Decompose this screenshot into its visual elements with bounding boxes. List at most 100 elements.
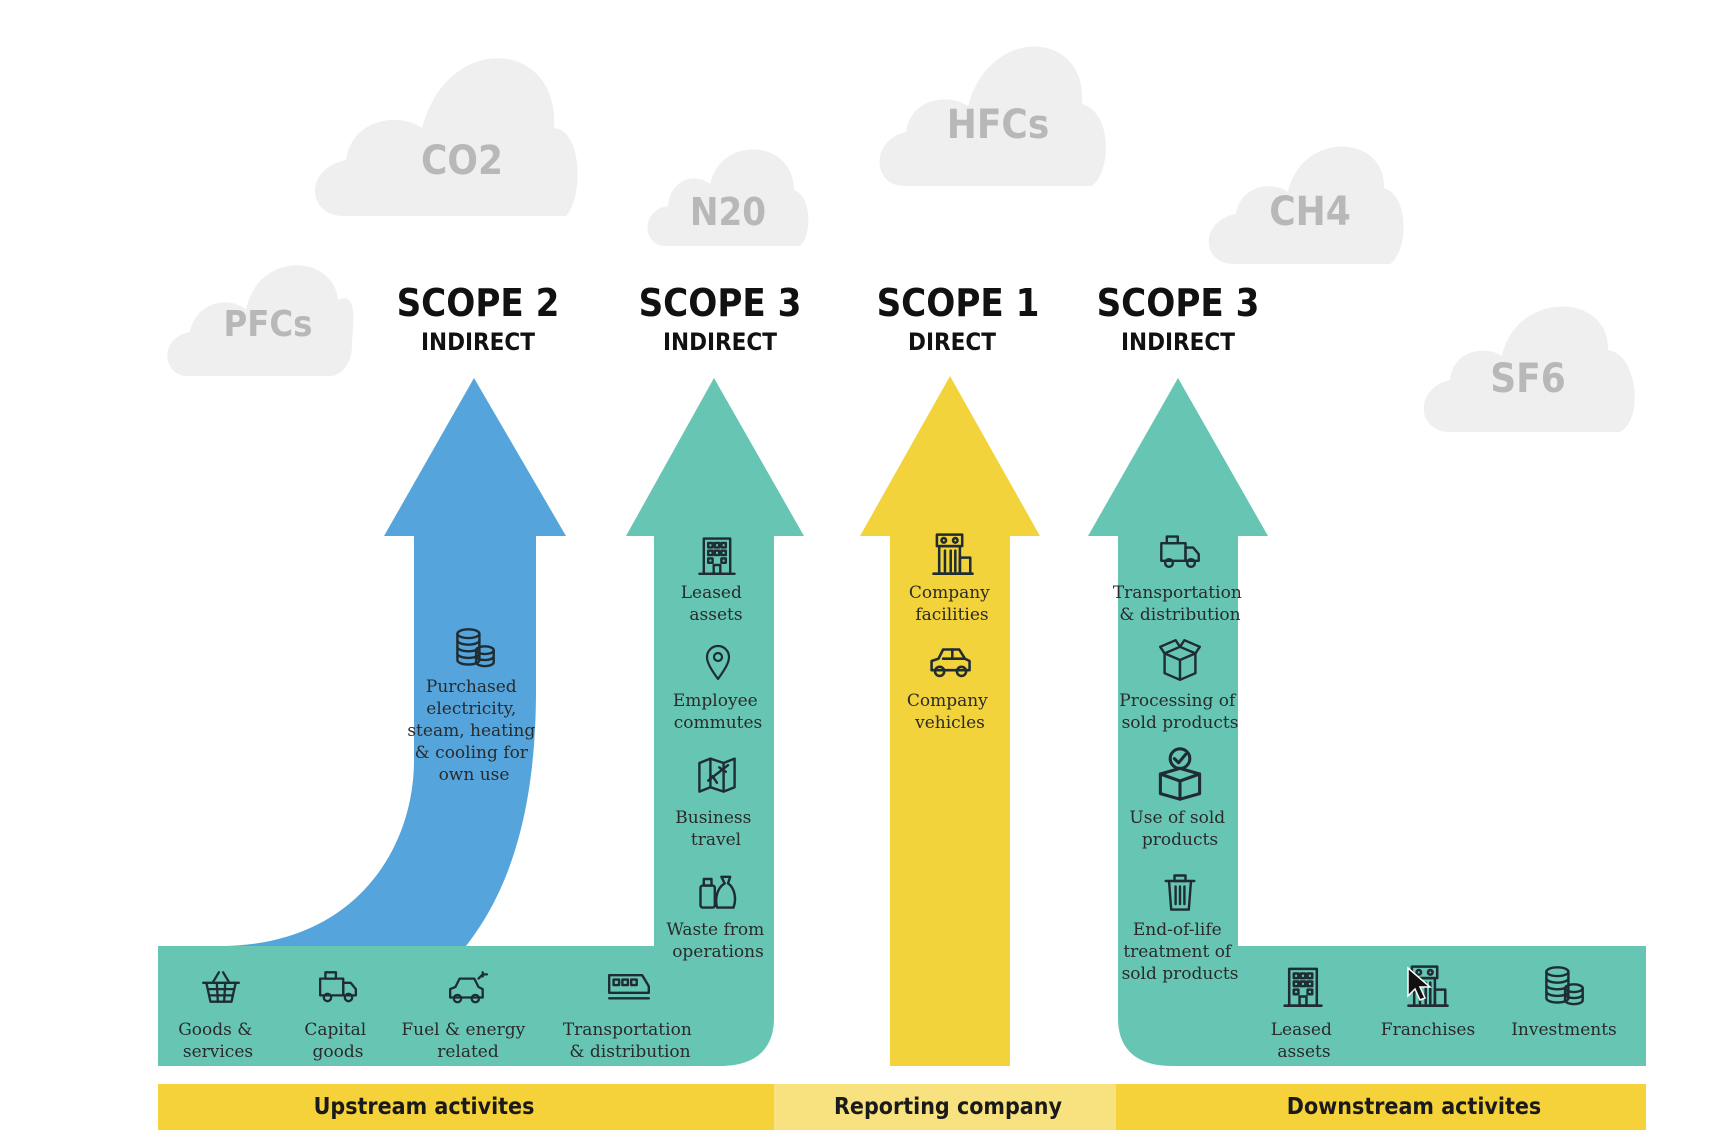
upstream-item: Fuel & energy related: [401, 970, 530, 1062]
upstream-item: Transportation & distribution: [563, 973, 697, 1062]
cloud-ch4: CH4: [1208, 146, 1404, 264]
item-label-line: Leased: [681, 583, 742, 603]
clouds: PFCs CO2 N20 HFCs CH4 SF6: [167, 46, 1635, 432]
item-label-line: Leased: [1271, 1020, 1332, 1040]
item-label-line: sold products: [1122, 964, 1239, 984]
item-label-line: Transportation: [563, 1020, 692, 1040]
item-label-line: Waste from: [666, 920, 764, 940]
scope3-upstream-item: Business travel: [675, 757, 756, 850]
scope1-item: Company vehicles: [907, 647, 993, 733]
upstream-bar: [158, 1084, 774, 1130]
category-bar: Upstream activites Reporting company Dow…: [158, 1084, 1646, 1130]
item-label-line: Transportation: [1113, 583, 1242, 603]
arrows: [158, 376, 1646, 1066]
item-label-line: Business: [675, 808, 751, 828]
item-label-line: Goods &: [178, 1020, 252, 1040]
cloud-hfcs: HFCs: [879, 46, 1106, 186]
item-label-line: assets: [1277, 1042, 1330, 1062]
svg-text:Waste from operations: Waste from operations: [666, 920, 769, 962]
item-label-line: Employee: [673, 691, 758, 711]
svg-text:Business travel: Business travel: [675, 808, 756, 850]
item-label-line: & distribution: [1119, 605, 1240, 625]
downstream-item: Franchises: [1381, 965, 1475, 1040]
item-label-line: Fuel & energy: [401, 1020, 525, 1040]
item-label-line: Franchises: [1381, 1020, 1475, 1040]
cloud-pfcs: PFCs: [167, 265, 354, 376]
reporting-company-label: Reporting company: [834, 1094, 1062, 1120]
svg-text:Use of sold products: Use of sold products: [1129, 808, 1230, 850]
scope3-downstream-item: End-of-life treatment of sold products: [1122, 874, 1239, 984]
scope1-title: SCOPE 1: [877, 281, 1040, 325]
reporting-company-bar: [774, 1084, 1116, 1130]
scope3-downstream-arrow: [1088, 378, 1646, 1066]
item-label-line: related: [437, 1042, 499, 1062]
svg-text:Transportation & distr: Transportation & distribution: [563, 1020, 697, 1062]
scope1-subtitle: DIRECT: [908, 328, 996, 356]
item-label-line: treatment of: [1123, 942, 1233, 962]
scope3-downstream-item: Processing of sold products: [1119, 638, 1240, 733]
downstream-item: Leased assets: [1271, 967, 1338, 1062]
downstream-item: Investments: [1511, 965, 1617, 1040]
svg-text:Transportation & distr: Transportation & distribution: [1113, 583, 1247, 625]
item-label-line: End-of-life: [1133, 920, 1222, 940]
scope1-arrow: [860, 376, 1040, 1066]
svg-text:Company vehicles: Company vehicles: [907, 691, 993, 733]
item-label-line: goods: [313, 1042, 364, 1062]
item-label-line: commutes: [674, 713, 763, 733]
item-label-line: operations: [672, 942, 764, 962]
scope2-subtitle: INDIRECT: [421, 328, 535, 356]
cloud-co2: CO2: [315, 58, 578, 216]
item-label-line: services: [183, 1042, 253, 1062]
svg-text:Leased assets: Leased assets: [1271, 1020, 1338, 1062]
svg-text:End-of-life treatment: End-of-life treatment of sold products: [1122, 920, 1239, 984]
item-label-line: & distribution: [569, 1042, 690, 1062]
scope1-item: Company facilities: [909, 533, 990, 625]
scope2-item: Purchased electricity, steam, heating & …: [407, 627, 540, 785]
item-label-line: Purchased: [426, 677, 517, 697]
downstream-items: Leased assets Franchises Investments: [1271, 965, 1617, 1062]
svg-text:Goods & services: Goods & services: [178, 1020, 258, 1062]
scope3-downstream-title: SCOPE 3: [1097, 281, 1260, 325]
item-label-line: steam, heating: [407, 721, 535, 741]
scope2-items: Purchased electricity, steam, heating & …: [407, 627, 540, 785]
scope-headings: SCOPE 2 INDIRECT SCOPE 3 INDIRECT SCOPE …: [397, 281, 1260, 356]
item-label-line: & cooling for: [415, 743, 529, 763]
mouse-cursor-icon: [1407, 966, 1433, 1001]
item-label-line: sold products: [1122, 713, 1239, 733]
scope3-downstream-items: Transportation & distribution Processing…: [1113, 535, 1247, 984]
item-label-line: assets: [689, 605, 742, 625]
svg-text:Leased assets: Leased assets: [681, 583, 748, 625]
scope3-downstream-item: Use of sold products: [1129, 747, 1230, 850]
scope3-upstream-items: Leased assets Employee commutes Business…: [666, 537, 769, 962]
item-label-line: electricity,: [426, 699, 516, 719]
item-label-line: facilities: [915, 605, 988, 625]
gas-label-ch4: CH4: [1269, 189, 1351, 235]
gas-label-n20: N20: [690, 190, 766, 234]
item-label-line: vehicles: [914, 713, 985, 733]
downstream-label: Downstream activites: [1287, 1094, 1541, 1120]
upstream-items: Goods & services Capital goods Fuel & en…: [178, 970, 697, 1062]
scope2-title: SCOPE 2: [397, 281, 560, 325]
upstream-label: Upstream activites: [314, 1094, 535, 1120]
gas-label-hfcs: HFCs: [947, 102, 1050, 148]
svg-text:Fuel & energy related: Fuel & energy related: [401, 1020, 530, 1062]
scope2-arrow: [224, 378, 566, 946]
svg-text:Purchased electricity,: Purchased electricity, steam, heating & …: [407, 677, 540, 785]
scope1-items: Company facilities Company vehicles: [907, 533, 993, 733]
upstream-item: Goods & services: [178, 970, 258, 1062]
svg-text:Processing of sold pro: Processing of sold products: [1119, 691, 1240, 733]
gas-label-co2: CO2: [421, 138, 503, 184]
item-label-line: Company: [909, 583, 990, 603]
cloud-n20: N20: [647, 149, 809, 246]
item-label-line: Investments: [1511, 1020, 1617, 1040]
scope3-upstream-subtitle: INDIRECT: [663, 328, 777, 356]
upstream-item: Capital goods: [304, 970, 371, 1062]
svg-text:Capital goods: Capital goods: [304, 1020, 371, 1062]
svg-text:Investments: Investments: [1511, 1020, 1617, 1040]
item-label-line: own use: [439, 765, 510, 785]
item-label-line: products: [1142, 830, 1218, 850]
item-label-line: travel: [691, 830, 741, 850]
scope3-upstream-item: Leased assets: [681, 537, 748, 625]
item-label-line: Processing of: [1119, 691, 1237, 711]
